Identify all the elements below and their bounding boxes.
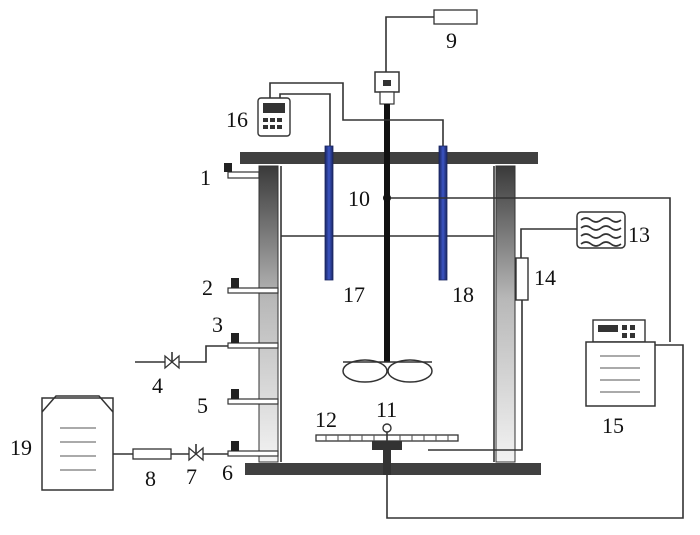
port-5 <box>227 389 279 405</box>
label-10: 10 <box>348 186 370 211</box>
water-bath-15 <box>585 319 656 407</box>
probe-17 <box>324 145 334 281</box>
heater-13 <box>576 211 626 249</box>
sensor-11 <box>382 423 392 433</box>
reactor-bottom-plate <box>245 463 541 475</box>
pump-8 <box>132 448 172 460</box>
feed-tank-19 <box>41 395 114 491</box>
meter-16 <box>257 97 291 137</box>
stirrer-shaft <box>384 104 390 362</box>
label-11: 11 <box>376 397 397 422</box>
bottom-outlet <box>372 441 402 475</box>
sensor-10 <box>383 194 391 202</box>
label-8: 8 <box>145 466 156 491</box>
right-jacket-wall <box>495 165 516 463</box>
port-2 <box>227 278 279 294</box>
left-jacket-wall <box>258 165 279 463</box>
label-12: 12 <box>315 407 337 432</box>
motor-housing <box>374 71 400 105</box>
label-6: 6 <box>222 460 233 485</box>
impeller <box>342 359 433 383</box>
label-5: 5 <box>197 393 208 418</box>
label-15: 15 <box>602 413 624 438</box>
label-14: 14 <box>534 265 556 290</box>
valve-4 <box>164 352 180 370</box>
label-19: 19 <box>10 435 32 460</box>
probe-18 <box>438 145 448 281</box>
label-9: 9 <box>446 28 457 53</box>
label-4: 4 <box>152 373 163 398</box>
valve-7 <box>188 444 204 462</box>
label-18: 18 <box>452 282 474 307</box>
flowmeter-14 <box>515 257 529 301</box>
label-16: 16 <box>226 107 248 132</box>
label-3: 3 <box>212 312 223 337</box>
controller-9 <box>433 9 478 25</box>
label-7: 7 <box>186 464 197 489</box>
label-1: 1 <box>200 165 211 190</box>
label-17: 17 <box>343 282 365 307</box>
label-2: 2 <box>202 275 213 300</box>
label-13: 13 <box>628 222 650 247</box>
port-1 <box>224 163 260 179</box>
